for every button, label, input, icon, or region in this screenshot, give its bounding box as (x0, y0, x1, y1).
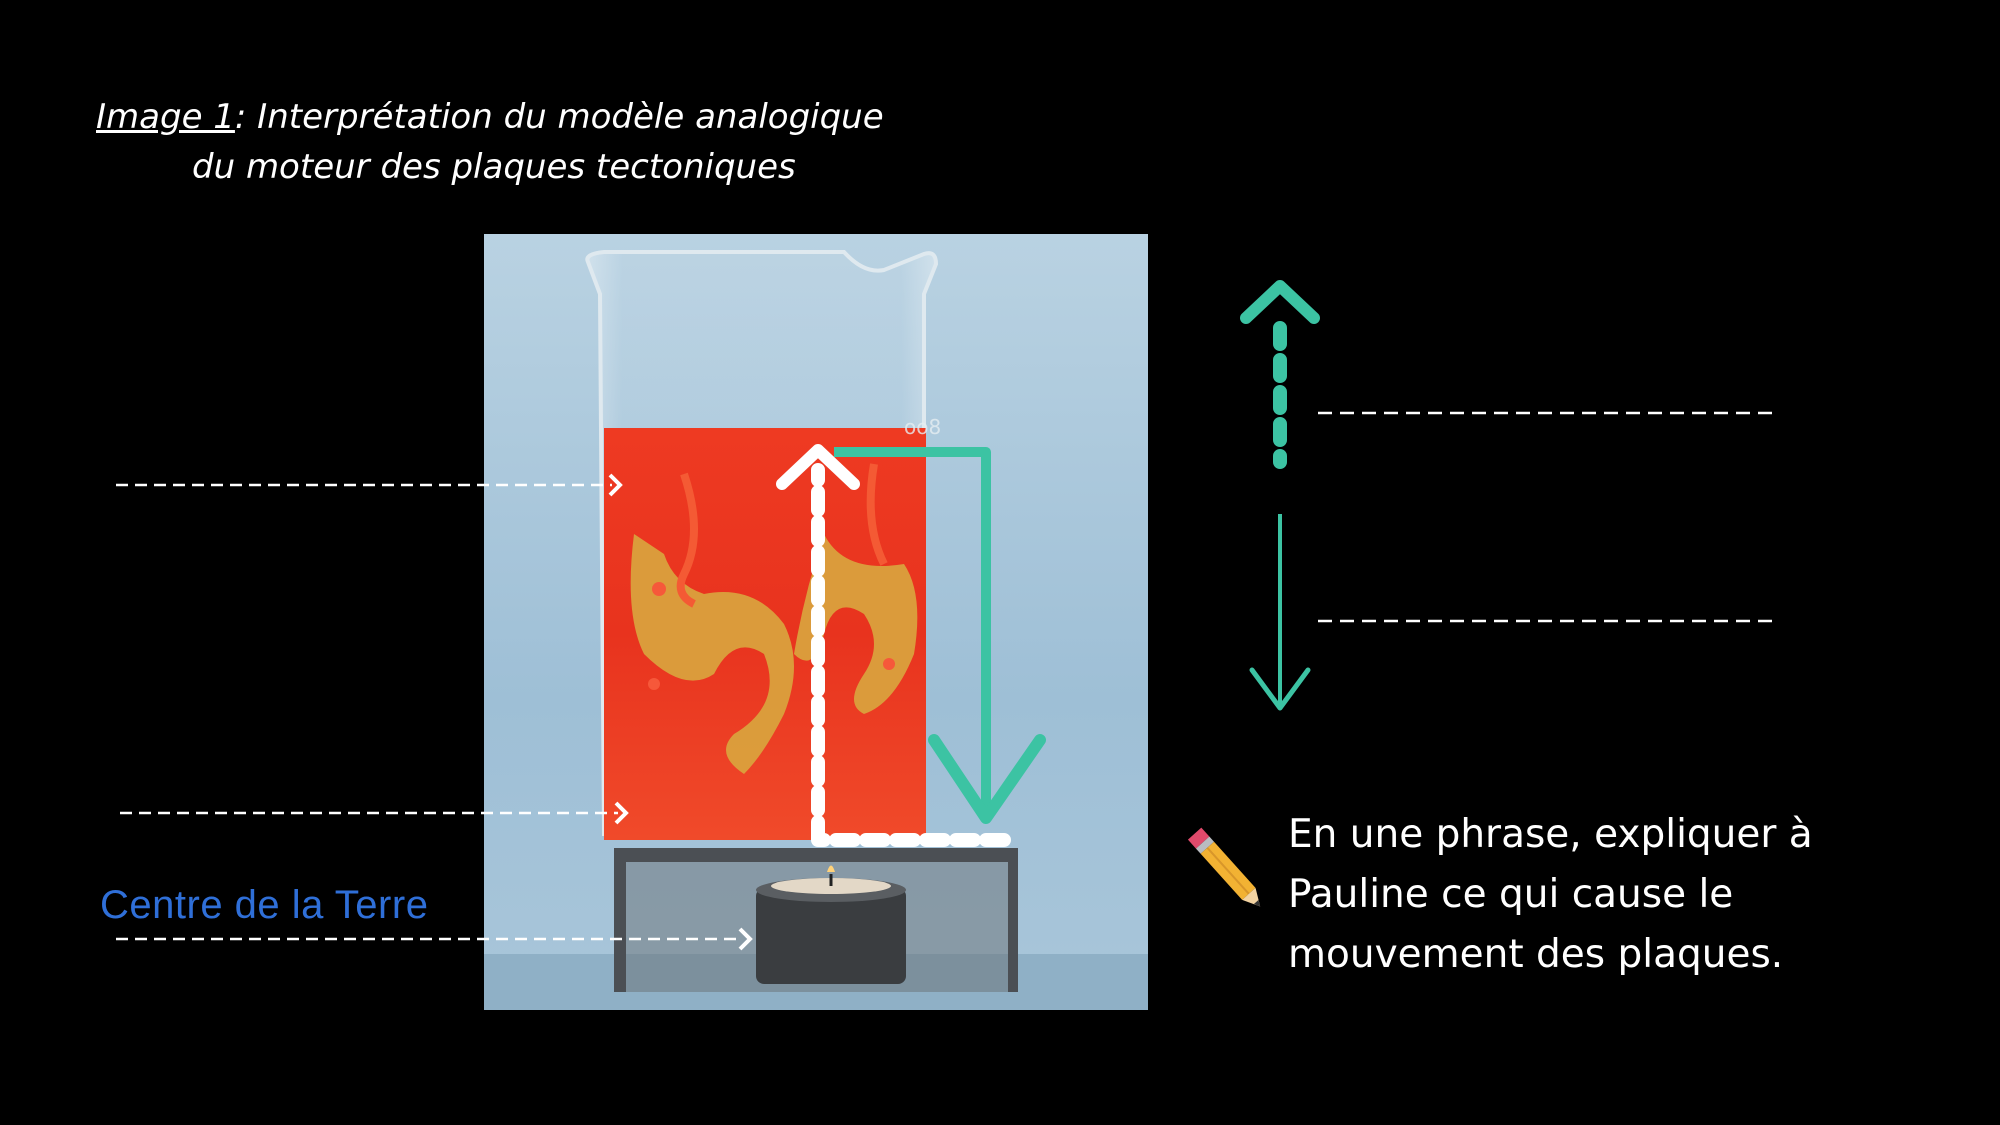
figure-caption: Image 1: Interprétation du modèle analog… (96, 92, 916, 192)
caption-line2: du moteur des plaques tectoniques (192, 147, 796, 187)
caption-label: Image 1 (96, 97, 235, 137)
question-line2: Pauline ce qui cause le (1288, 872, 1734, 917)
down-arrow-icon (1249, 514, 1311, 711)
beaker-experiment-photo: oo8 (484, 234, 1148, 1010)
svg-text:oo8: oo8 (904, 415, 941, 439)
convection-up-arrow (776, 444, 1011, 847)
question-text: En une phrase, expliquer à Pauline ce qu… (1288, 805, 1908, 985)
question-line3: mouvement des plaques. (1288, 932, 1784, 977)
caption-line1: : Interprétation du modèle analogique (234, 97, 884, 137)
centre-label: Centre de la Terre (100, 883, 429, 927)
label-line-middle (120, 801, 629, 825)
convection-down-arrow (834, 447, 1046, 824)
label-line-top (116, 473, 623, 497)
dotted-up-arrow-icon (1240, 280, 1320, 469)
question-line1: En une phrase, expliquer à (1288, 812, 1813, 857)
label-line-bottom (116, 927, 753, 951)
pencil-icon (1187, 827, 1261, 907)
